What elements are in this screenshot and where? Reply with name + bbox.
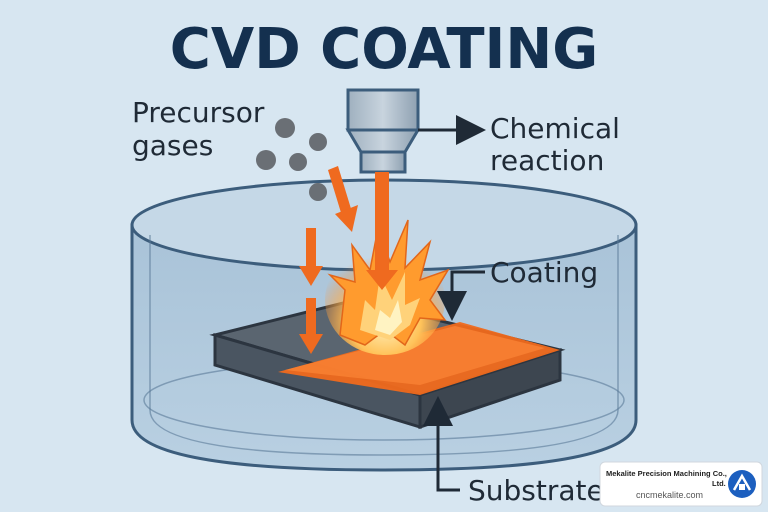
reaction-label-line1: Chemical [490, 112, 620, 145]
reaction-flame [325, 219, 450, 355]
coating-pointer [437, 270, 485, 321]
company-logo-icon [728, 470, 756, 498]
company-badge[interactable]: Mekalite Precision Machining Co., Ltd. c… [599, 461, 763, 507]
precursor-label-line1: Precursor [132, 96, 265, 129]
gas-nozzle [345, 88, 421, 174]
precursor-label-line2: gases [132, 129, 213, 162]
badge-website: cncmekalite.com [636, 490, 703, 500]
flow-arrows [299, 166, 398, 354]
coating-label: Coating [490, 256, 598, 289]
badge-company-line2: Ltd. [712, 479, 726, 488]
substrate-label: Substrate [468, 474, 604, 507]
page-title: CVD COATING [170, 17, 598, 82]
substrate-pointer [423, 396, 460, 492]
substrate-block [209, 298, 566, 430]
reaction-label-line2: reaction [490, 144, 604, 177]
badge-company-line1: Mekalite Precision Machining Co., [606, 469, 727, 478]
gas-particles [256, 118, 327, 201]
